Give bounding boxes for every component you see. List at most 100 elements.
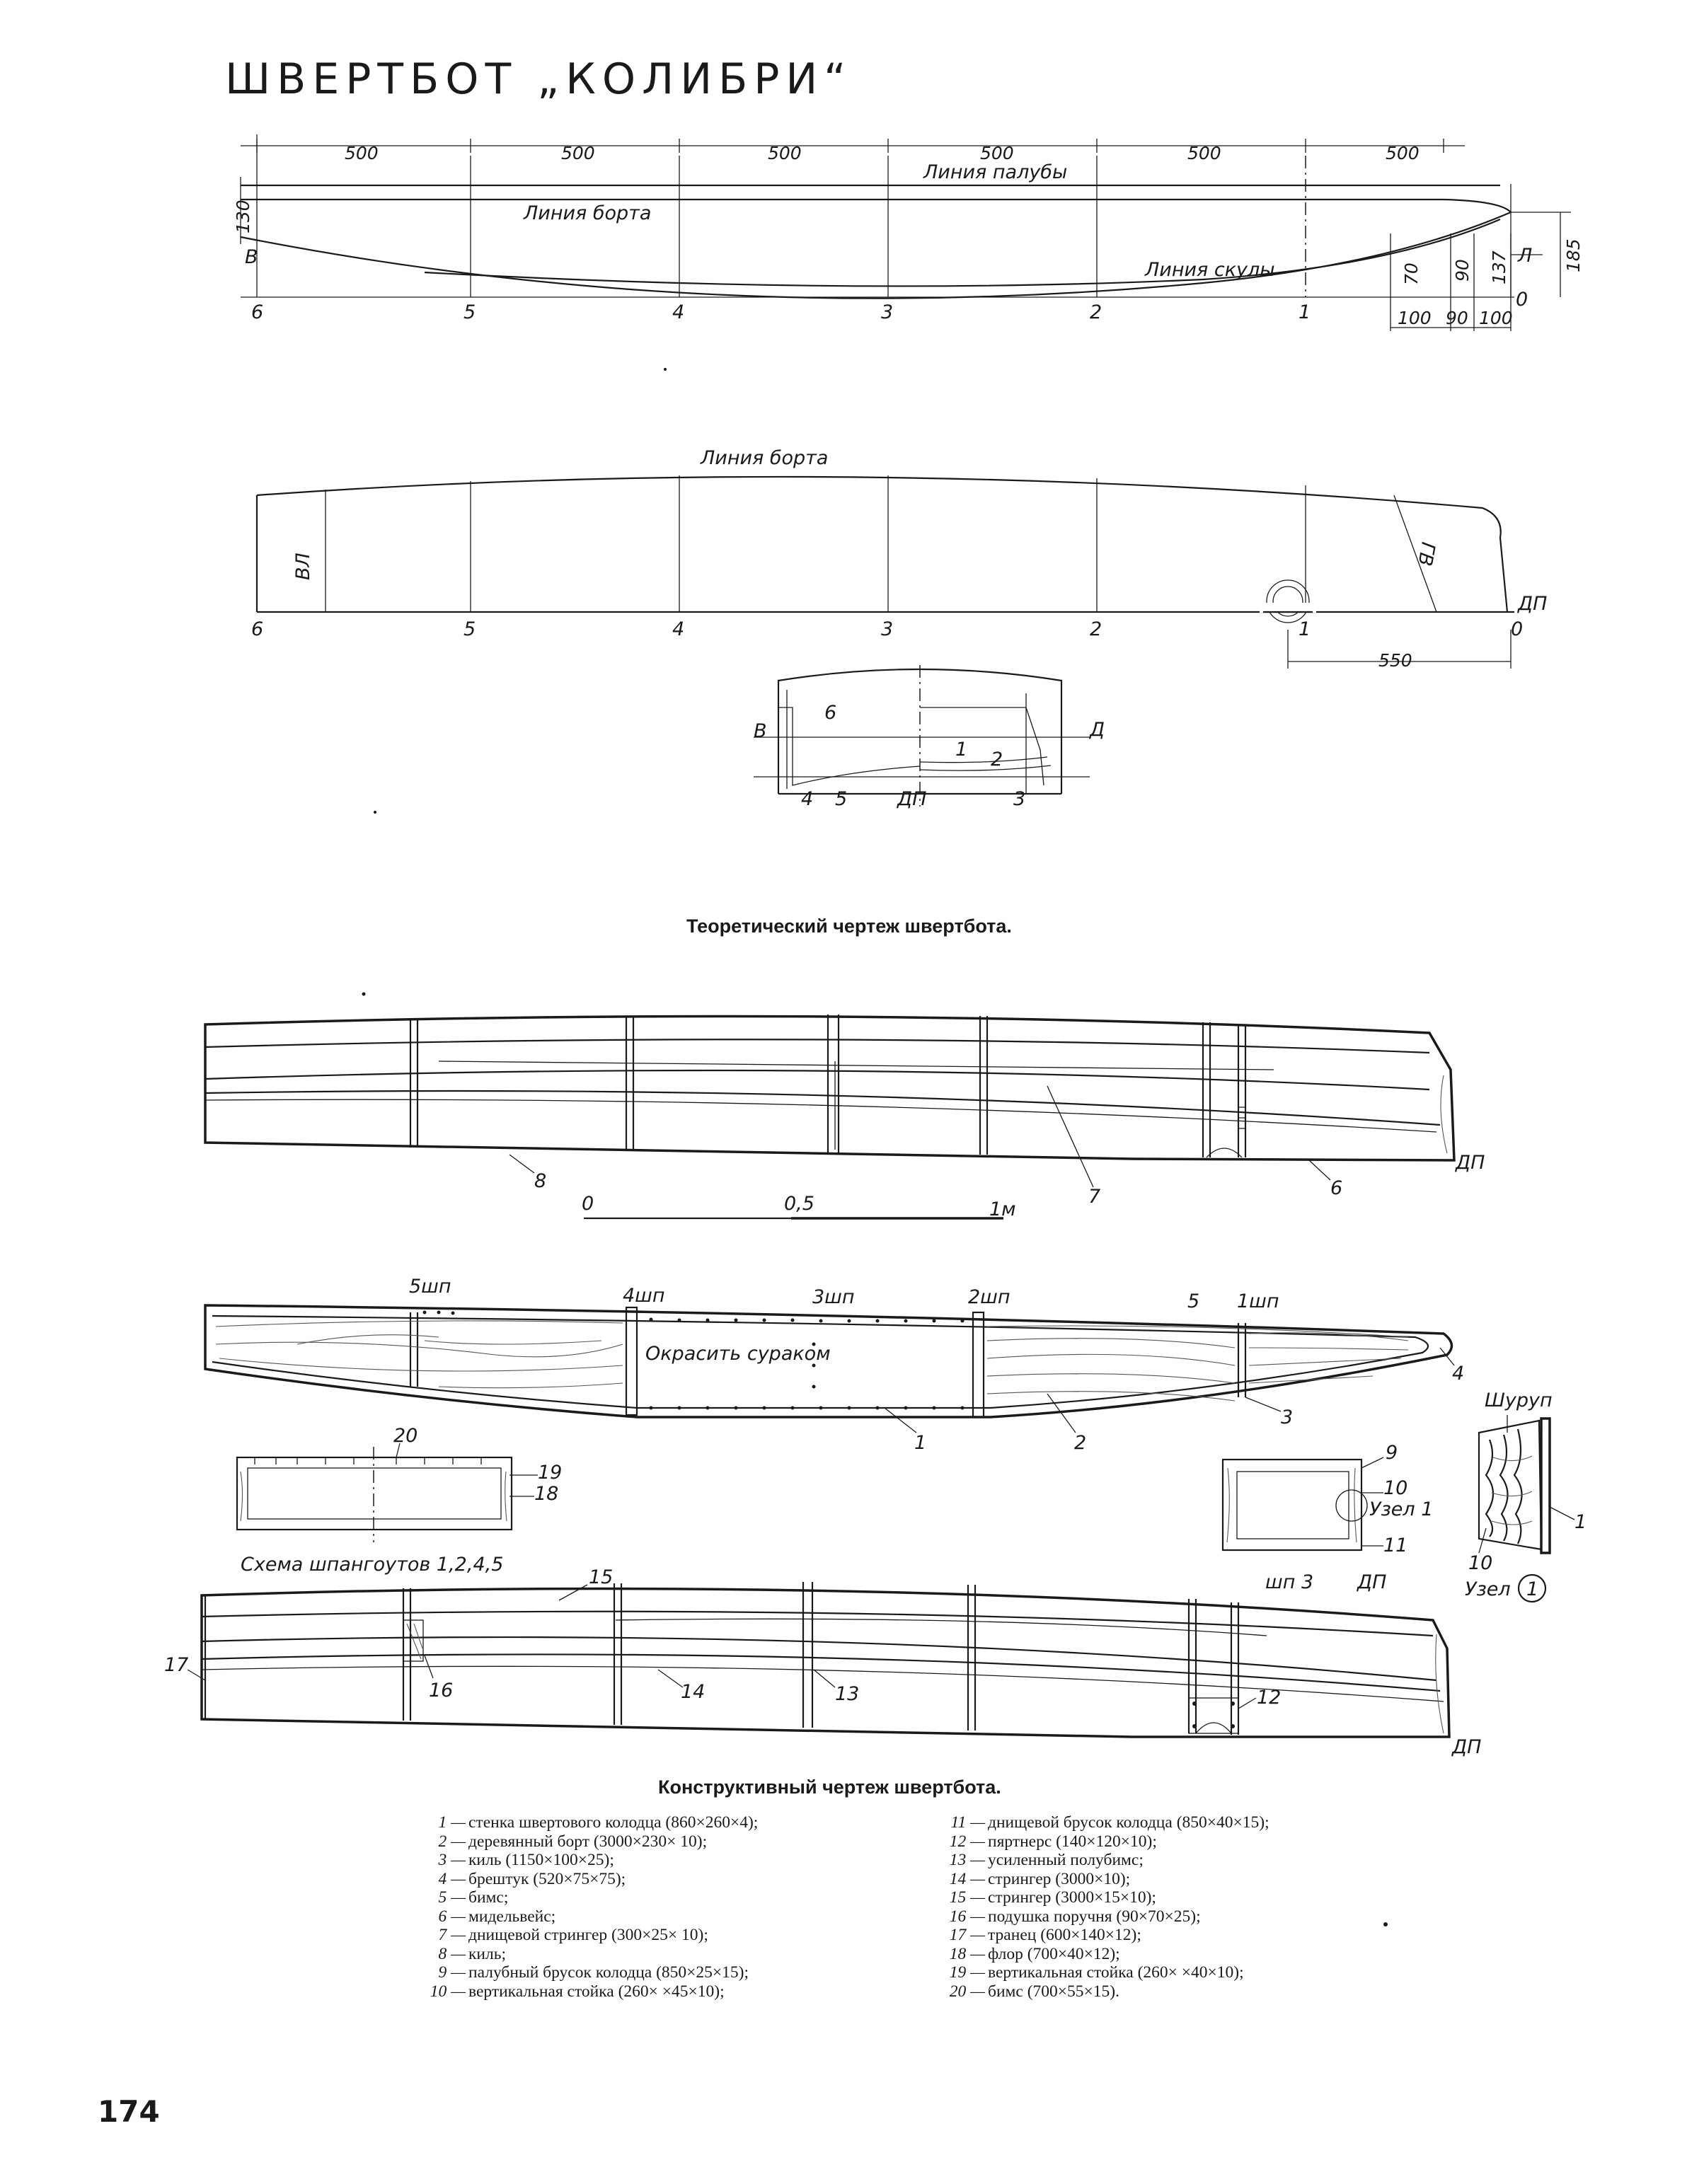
caption-theoretical: Теоретический чертеж швертбота. — [686, 915, 1012, 937]
half-breadth-view: Линия борта ВЛ ГВ 6 5 4 3 2 1 0 ДП 550 — [251, 447, 1547, 671]
dim-550: 550 — [1378, 650, 1412, 671]
legend-item: 8 —киль; — [438, 1944, 506, 1963]
fs-label-19: 19 — [538, 1462, 562, 1484]
dv-frame-3: 3шп — [812, 1286, 855, 1308]
station-2: 2 — [1090, 301, 1102, 323]
cb-label-dp: ДП — [1451, 1736, 1481, 1758]
legend-item: 1 —стенка швертового колодца (860×260×4)… — [438, 1813, 759, 1832]
f3-node-label: Узел 1 — [1369, 1498, 1433, 1520]
dv-frame-4: 4шп — [623, 1285, 665, 1307]
ct-label-7: 7 — [1088, 1186, 1100, 1208]
bp-label-d: Д — [1089, 719, 1105, 741]
station-1: 1 — [1299, 301, 1311, 323]
legend-item: 15 —стрингер (3000×15×10); — [949, 1888, 1156, 1907]
dim-70: 70 — [1401, 262, 1422, 285]
cb-label-17: 17 — [164, 1654, 188, 1676]
frame-scheme-caption: Схема шпангоутов 1,2,4,5 — [241, 1554, 503, 1576]
f3-frame-label: шп 3 — [1265, 1571, 1313, 1593]
side-line-label: Линия борта — [523, 202, 651, 224]
ct-label-8: 8 — [534, 1170, 546, 1192]
page-title: ШВЕРТБОТ „КОЛИБРИ“ — [225, 54, 852, 104]
hb-station-4: 4 — [672, 618, 684, 640]
hb-station-1: 1 — [1299, 618, 1311, 640]
dv-label-5: 5 — [1187, 1290, 1199, 1312]
legend-right: 11 —днищевой брусок колодца (850×40×15);… — [941, 1813, 1337, 2001]
legend-item: 14 —стрингер (3000×10); — [949, 1869, 1131, 1888]
dim-185: 185 — [1563, 238, 1584, 272]
ct-label-6: 6 — [1330, 1177, 1342, 1199]
hb-station-3: 3 — [881, 618, 893, 640]
page-number: 174 — [98, 2094, 160, 2129]
node-1-detail: Шуруп 10 1 Узел 1 — [1465, 1389, 1587, 1603]
cb-label-12: 12 — [1257, 1687, 1281, 1709]
half-breadth-side-line-label: Линия борта — [700, 447, 828, 469]
hb-station-6: 6 — [251, 618, 263, 640]
legend-item: 3 —киль (1150×100×25); — [438, 1851, 614, 1869]
dv-frame-2: 2шп — [968, 1286, 1011, 1308]
dim-130: 130 — [233, 200, 253, 233]
bp-num-6: 6 — [824, 702, 836, 724]
dim-500-4: 500 — [980, 143, 1014, 163]
station-4: 4 — [672, 301, 684, 323]
deck-line-label: Линия палубы — [923, 161, 1067, 183]
legend-item: 7 —днищевой стрингер (300×25× 10); — [438, 1926, 708, 1944]
ct-label-dp: ДП — [1455, 1152, 1485, 1174]
caption-constructive: Конструктивный чертеж швертбота. — [658, 1776, 1001, 1798]
f3-label-11: 11 — [1383, 1535, 1407, 1556]
station-3: 3 — [881, 301, 893, 323]
f3-label-10: 10 — [1383, 1477, 1407, 1499]
node-circle-number: 1 — [1526, 1578, 1538, 1600]
dim-90-vertical: 90 — [1452, 259, 1473, 282]
scale-0-5: 0,5 — [784, 1193, 814, 1215]
fs-label-20: 20 — [393, 1425, 418, 1447]
dim-100-a: 100 — [1398, 308, 1432, 328]
scale-bar: 0 0,5 1м — [582, 1193, 1016, 1220]
screw-label: Шуруп — [1485, 1389, 1553, 1411]
dim-500-2: 500 — [561, 143, 595, 163]
hb-station-2: 2 — [1090, 618, 1102, 640]
dv-label-4: 4 — [1452, 1363, 1464, 1385]
construction-view-top: 8 7 6 ДП — [204, 1015, 1485, 1208]
profile-view: 500 500 500 500 500 500 Линия палубы Лин… — [233, 134, 1584, 331]
bp-label-dp: ДП — [897, 788, 926, 810]
legend-item: 18 —флор (700×40×12); — [949, 1944, 1120, 1963]
legend-item: 20 —бимс (700×55×15). — [949, 1982, 1119, 2001]
paint-note: Окрасить сураком — [645, 1343, 831, 1365]
legend-item: 10 —вертикальная стойка (260× ×45×10); — [430, 1982, 725, 2001]
dv-label-3: 3 — [1281, 1406, 1293, 1428]
f3-label-9: 9 — [1386, 1442, 1398, 1464]
bp-num-2: 2 — [991, 749, 1003, 770]
legend-item: 5 —бимс; — [438, 1888, 509, 1907]
n1-label-1: 1 — [1574, 1511, 1587, 1533]
frame-3-section: 9 10 Узел 1 11 шп 3 ДП — [1221, 1442, 1433, 1593]
dv-frame-1: 1шп — [1237, 1290, 1279, 1312]
legend-item: 11 —днищевой брусок колодца (850×40×15); — [950, 1813, 1269, 1832]
label-b-left: В — [245, 246, 258, 268]
legend-item: 17 —транец (600×140×12); — [949, 1926, 1141, 1944]
dim-500-5: 500 — [1187, 143, 1221, 163]
cb-label-16: 16 — [429, 1680, 453, 1701]
scale-0: 0 — [582, 1193, 594, 1215]
dim-500-6: 500 — [1386, 143, 1420, 163]
frame-scheme: 20 19 18 Схема шпангоутов 1,2,4,5 — [236, 1425, 562, 1576]
station-5: 5 — [464, 301, 476, 323]
bp-num-1: 1 — [955, 739, 967, 761]
f3-label-dp: ДП — [1357, 1571, 1386, 1593]
cb-label-13: 13 — [835, 1683, 859, 1705]
hb-station-0: 0 — [1511, 618, 1523, 640]
legend-item: 6 —мидельвейс; — [438, 1907, 556, 1926]
legend-item: 12 —пяртнерс (140×120×10); — [949, 1832, 1157, 1851]
legend-item: 16 —подушка поручня (90×70×25); — [949, 1907, 1201, 1926]
dim-100-b: 100 — [1479, 308, 1513, 328]
dim-500-1: 500 — [345, 143, 379, 163]
chine-line-label: Линия скулы — [1144, 259, 1275, 281]
label-gv: ГВ — [1413, 541, 1439, 567]
legend-item: 4 —брештук (520×75×75); — [438, 1869, 626, 1888]
body-plan-view: В Д 6 1 2 4 5 3 ДП — [754, 665, 1105, 810]
node-label: Узел — [1465, 1578, 1511, 1600]
label-vl: ВЛ — [292, 553, 314, 580]
legend-item: 2 —деревянный борт (3000×230× 10); — [438, 1832, 708, 1851]
fs-label-18: 18 — [534, 1483, 558, 1505]
n1-label-10: 10 — [1468, 1552, 1492, 1574]
